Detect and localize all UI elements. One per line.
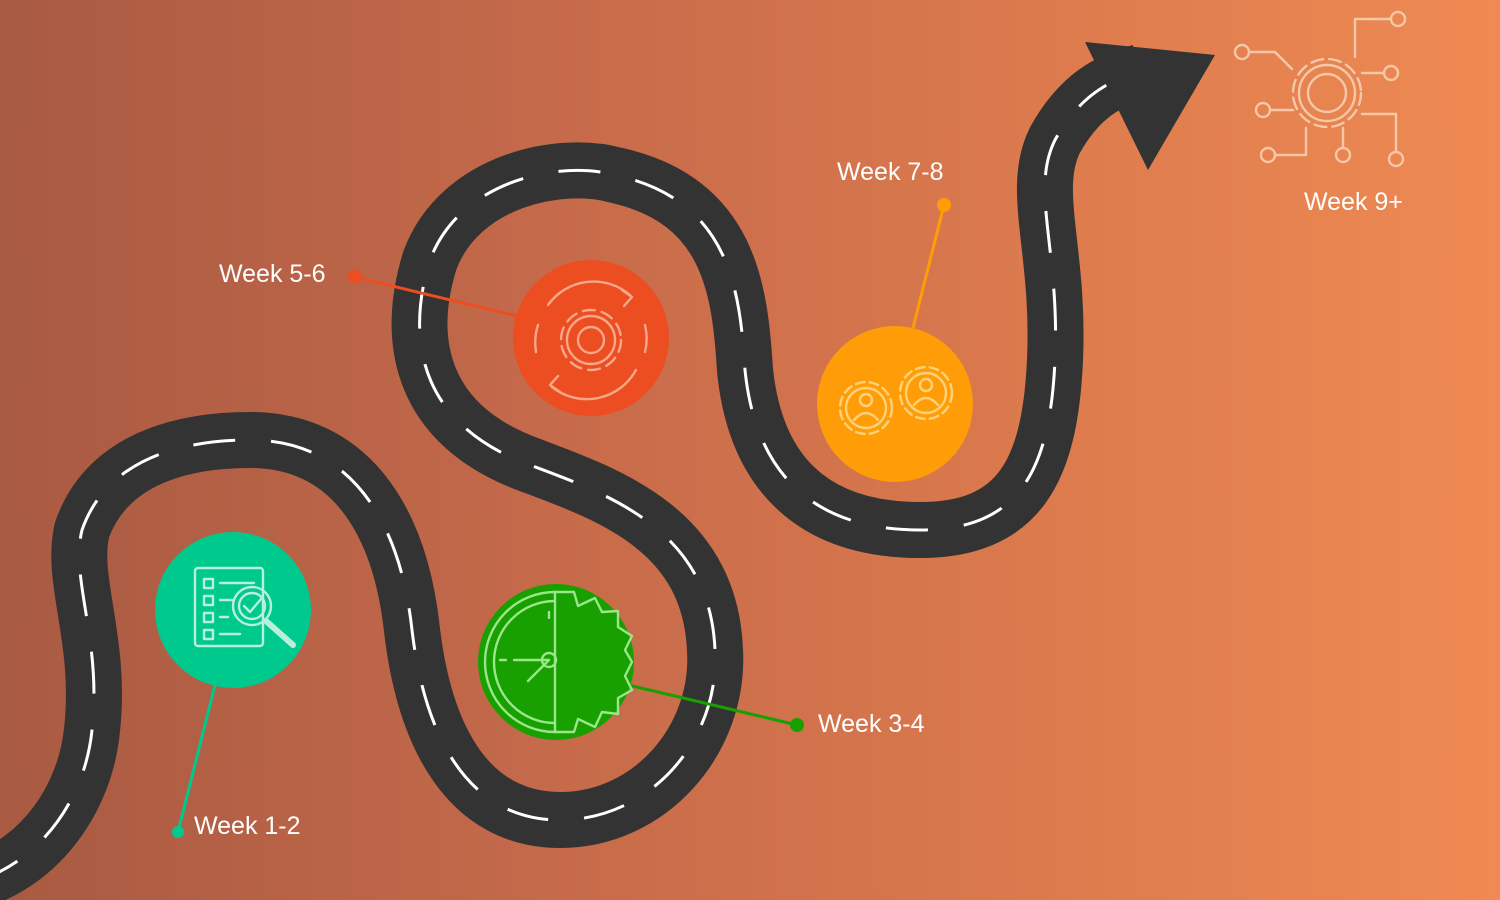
milestone-label: Week 7-8	[837, 158, 944, 186]
connector-dot	[937, 198, 951, 212]
milestone-week-1-2: Week 1-2	[155, 532, 311, 840]
milestone-label: Week 3-4	[818, 710, 925, 738]
milestone-week-9-plus: Week 9+	[1235, 12, 1405, 216]
milestone-label: Week 5-6	[219, 260, 326, 288]
road-body	[0, 72, 1140, 880]
road	[0, 42, 1215, 880]
connector-dot	[348, 270, 362, 284]
connector-line	[913, 205, 944, 328]
connector-dot	[790, 718, 804, 732]
milestone-label: Week 1-2	[194, 812, 301, 840]
milestone-label: Week 9+	[1304, 188, 1403, 216]
connector-dot	[172, 826, 184, 838]
gear-network-icon	[1235, 12, 1405, 166]
milestone-week-7-8: Week 7-8	[817, 158, 973, 482]
connector-line	[178, 685, 215, 832]
